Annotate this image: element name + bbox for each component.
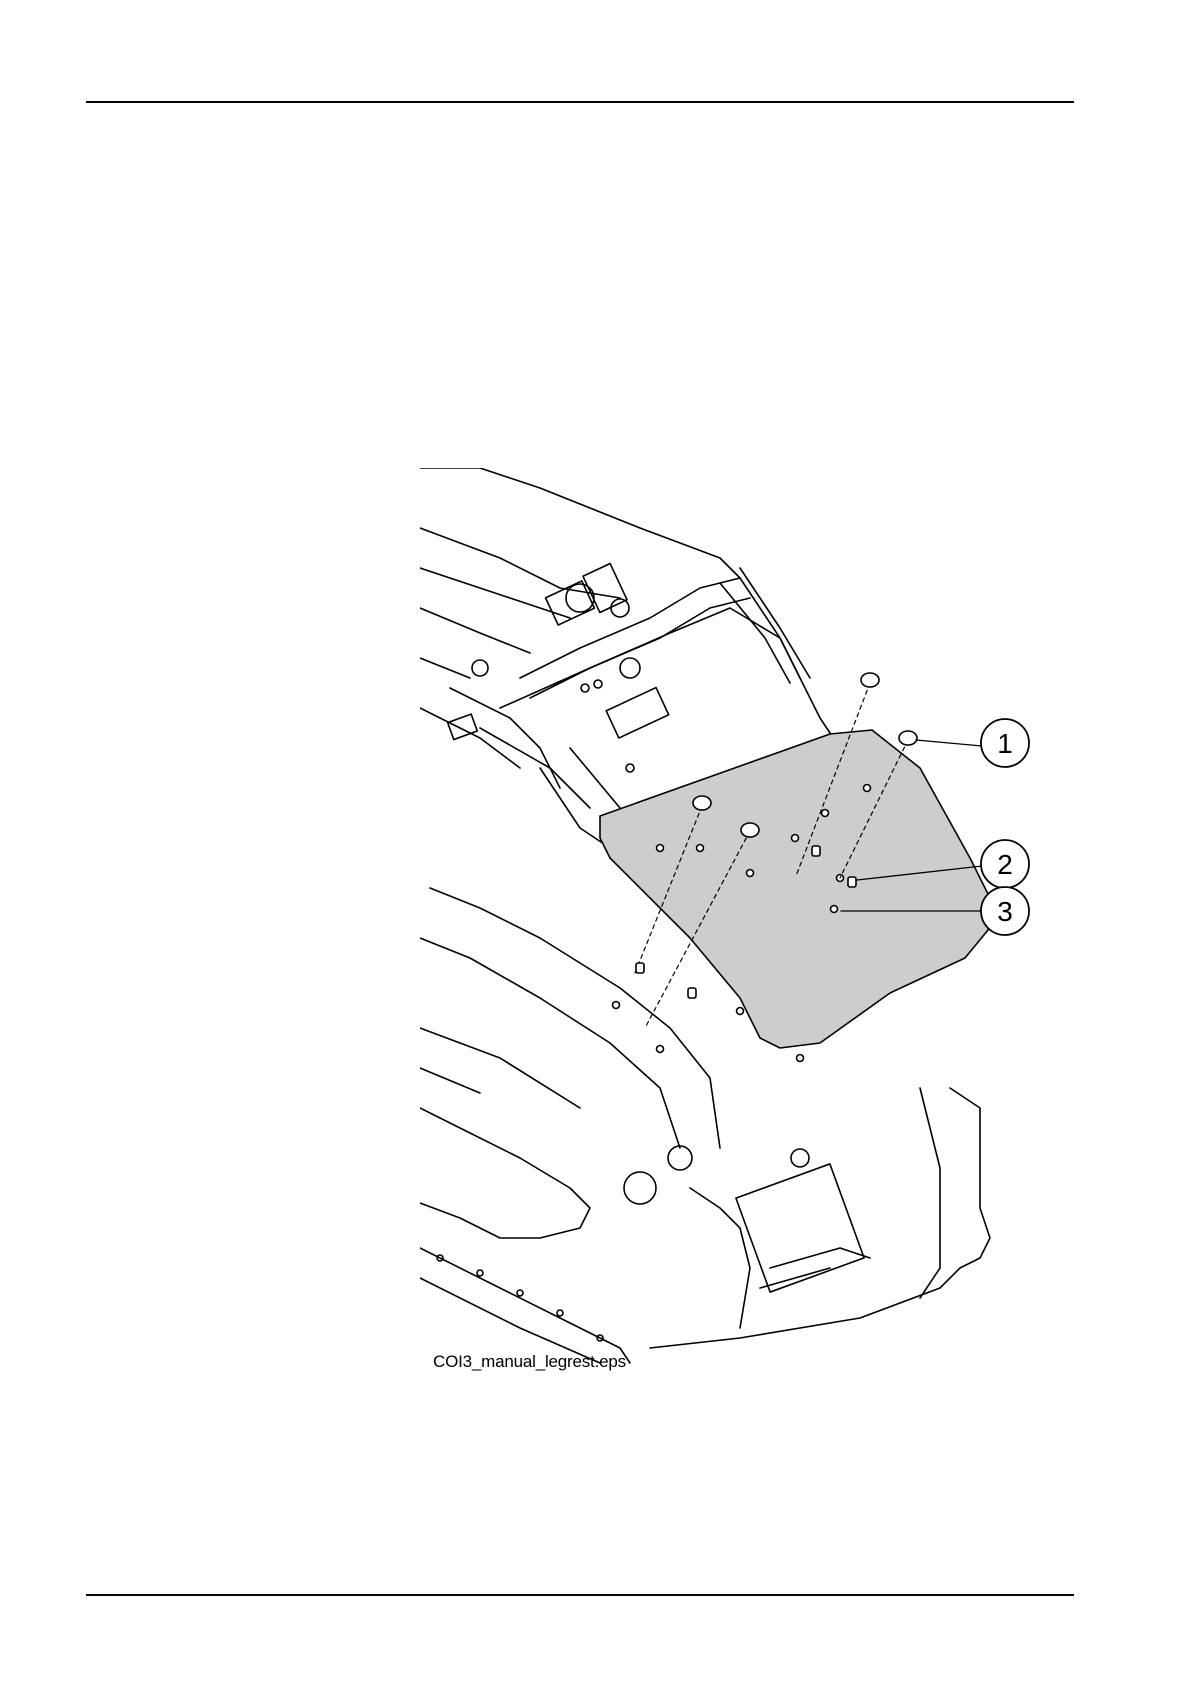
svg-text:1: 1 [997, 728, 1013, 759]
legrest-exploded-drawing: 1 2 3 [420, 468, 1080, 1368]
svg-text:3: 3 [997, 896, 1013, 927]
callout-1: 1 [981, 719, 1029, 767]
header-rule [86, 101, 1074, 103]
figure-caption: COI3_manual_legrest.eps [433, 1352, 626, 1372]
svg-text:2: 2 [997, 849, 1013, 880]
legrest-panel [600, 730, 990, 1048]
callout-2: 2 [981, 840, 1029, 888]
callout-3: 3 [981, 887, 1029, 935]
footer-rule [86, 1594, 1074, 1596]
